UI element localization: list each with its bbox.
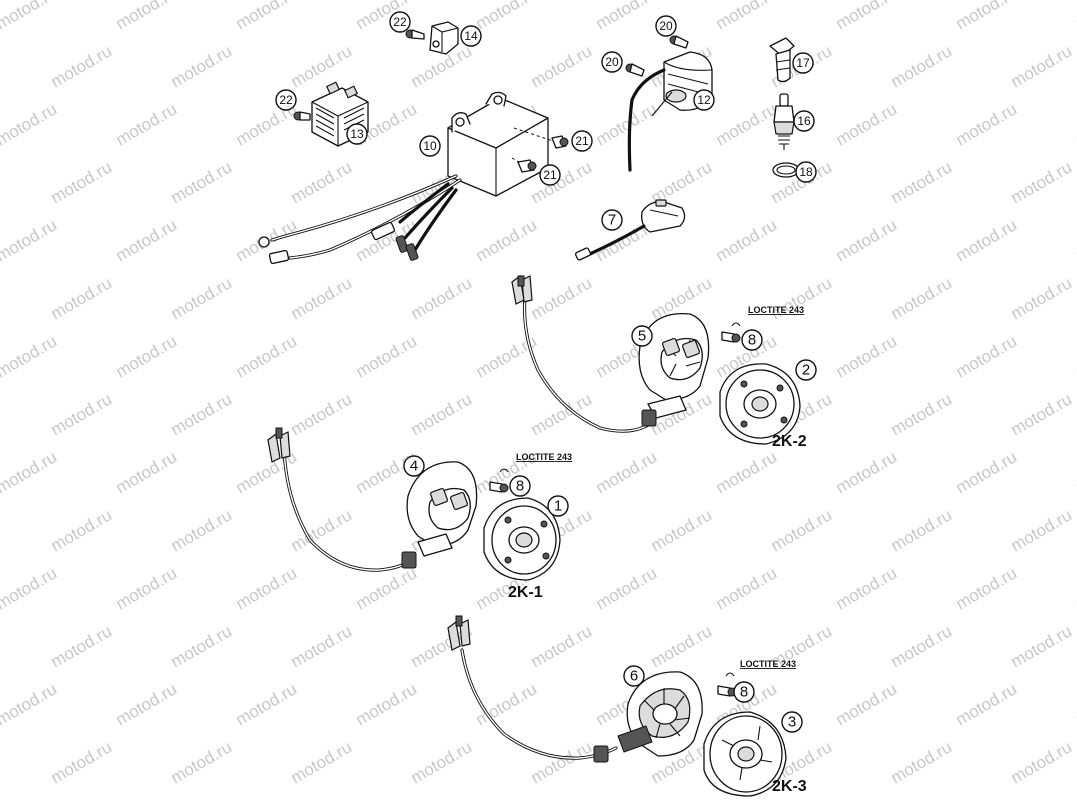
callout-20-left: 20 (601, 51, 623, 73)
svg-text:20: 20 (605, 55, 619, 69)
screw-8-2k-1 (489, 468, 509, 493)
svg-text:18: 18 (799, 165, 813, 179)
callout-14: 14 (460, 25, 482, 47)
callout-8-2k-2: 8 (741, 329, 763, 351)
svg-text:8: 8 (740, 684, 748, 701)
variant-label-2k-1: 2K-1 (508, 584, 543, 601)
spark-plug (773, 93, 795, 150)
loctite-note-2k-1: LOCTITE 243 (516, 452, 572, 462)
svg-text:21: 21 (575, 134, 589, 148)
screw-20-top (669, 35, 689, 49)
svg-text:5: 5 (638, 328, 646, 345)
svg-text:16: 16 (797, 114, 811, 128)
callout-5: 5 (631, 325, 653, 347)
svg-text:8: 8 (748, 332, 756, 349)
stator-2k-3 (447, 615, 703, 763)
svg-text:12: 12 (697, 93, 711, 107)
callout-16: 16 (793, 110, 815, 132)
callout-8-2k-1: 8 (509, 475, 531, 497)
svg-text:20: 20 (659, 19, 673, 33)
bracket-14 (429, 21, 459, 55)
callout-7: 7 (601, 209, 623, 231)
svg-text:21: 21 (543, 168, 557, 182)
svg-text:10: 10 (423, 139, 437, 153)
flywheel-2k-2 (719, 363, 801, 445)
svg-text:22: 22 (279, 93, 293, 107)
loctite-note-2k-2: LOCTITE 243 (748, 305, 804, 315)
svg-text:17: 17 (796, 56, 810, 70)
svg-text:3: 3 (788, 714, 796, 731)
svg-text:1: 1 (554, 498, 562, 515)
variant-label-2k-3: 2K-3 (772, 778, 807, 795)
flywheel-2k-3 (703, 711, 787, 797)
sensor-7 (574, 199, 686, 261)
svg-text:4: 4 (410, 458, 418, 475)
spark-plug-cap (769, 37, 795, 83)
callout-20-top: 20 (655, 15, 677, 37)
callout-21-upper: 21 (571, 130, 593, 152)
callout-21-lower: 21 (539, 164, 561, 186)
svg-text:8: 8 (516, 478, 524, 495)
svg-text:22: 22 (393, 15, 407, 29)
callout-22-top: 22 (389, 11, 411, 33)
callout-4: 4 (403, 455, 425, 477)
callout-17: 17 (792, 52, 814, 74)
screw-22-top (405, 29, 425, 40)
svg-text:2: 2 (802, 362, 810, 379)
callout-3: 3 (781, 711, 803, 733)
screw-20-left (625, 63, 645, 77)
stator-2k-1 (267, 427, 478, 572)
callout-6: 6 (623, 665, 645, 687)
callout-1: 1 (547, 495, 569, 517)
svg-text:7: 7 (608, 212, 616, 229)
stator-2k-2 (511, 274, 710, 433)
svg-text:13: 13 (350, 127, 364, 141)
callout-12: 12 (693, 89, 715, 111)
flywheel-2k-1 (483, 497, 561, 581)
screw-8-2k-2 (721, 322, 741, 343)
screw-21-lower (517, 159, 537, 173)
svg-text:6: 6 (630, 668, 638, 685)
callout-13: 13 (346, 123, 368, 145)
callout-22-left: 22 (275, 89, 297, 111)
svg-text:14: 14 (464, 29, 478, 43)
callout-8-2k-3: 8 (733, 681, 755, 703)
screw-21-upper (551, 135, 569, 149)
loctite-note-2k-3: LOCTITE 243 (740, 659, 796, 669)
variant-label-2k-2: 2K-2 (772, 433, 807, 450)
screw-8-2k-3 (717, 672, 737, 697)
screw-22-upper-left (293, 111, 311, 121)
callout-10: 10 (419, 135, 441, 157)
callout-18: 18 (795, 161, 817, 183)
callout-2: 2 (795, 359, 817, 381)
